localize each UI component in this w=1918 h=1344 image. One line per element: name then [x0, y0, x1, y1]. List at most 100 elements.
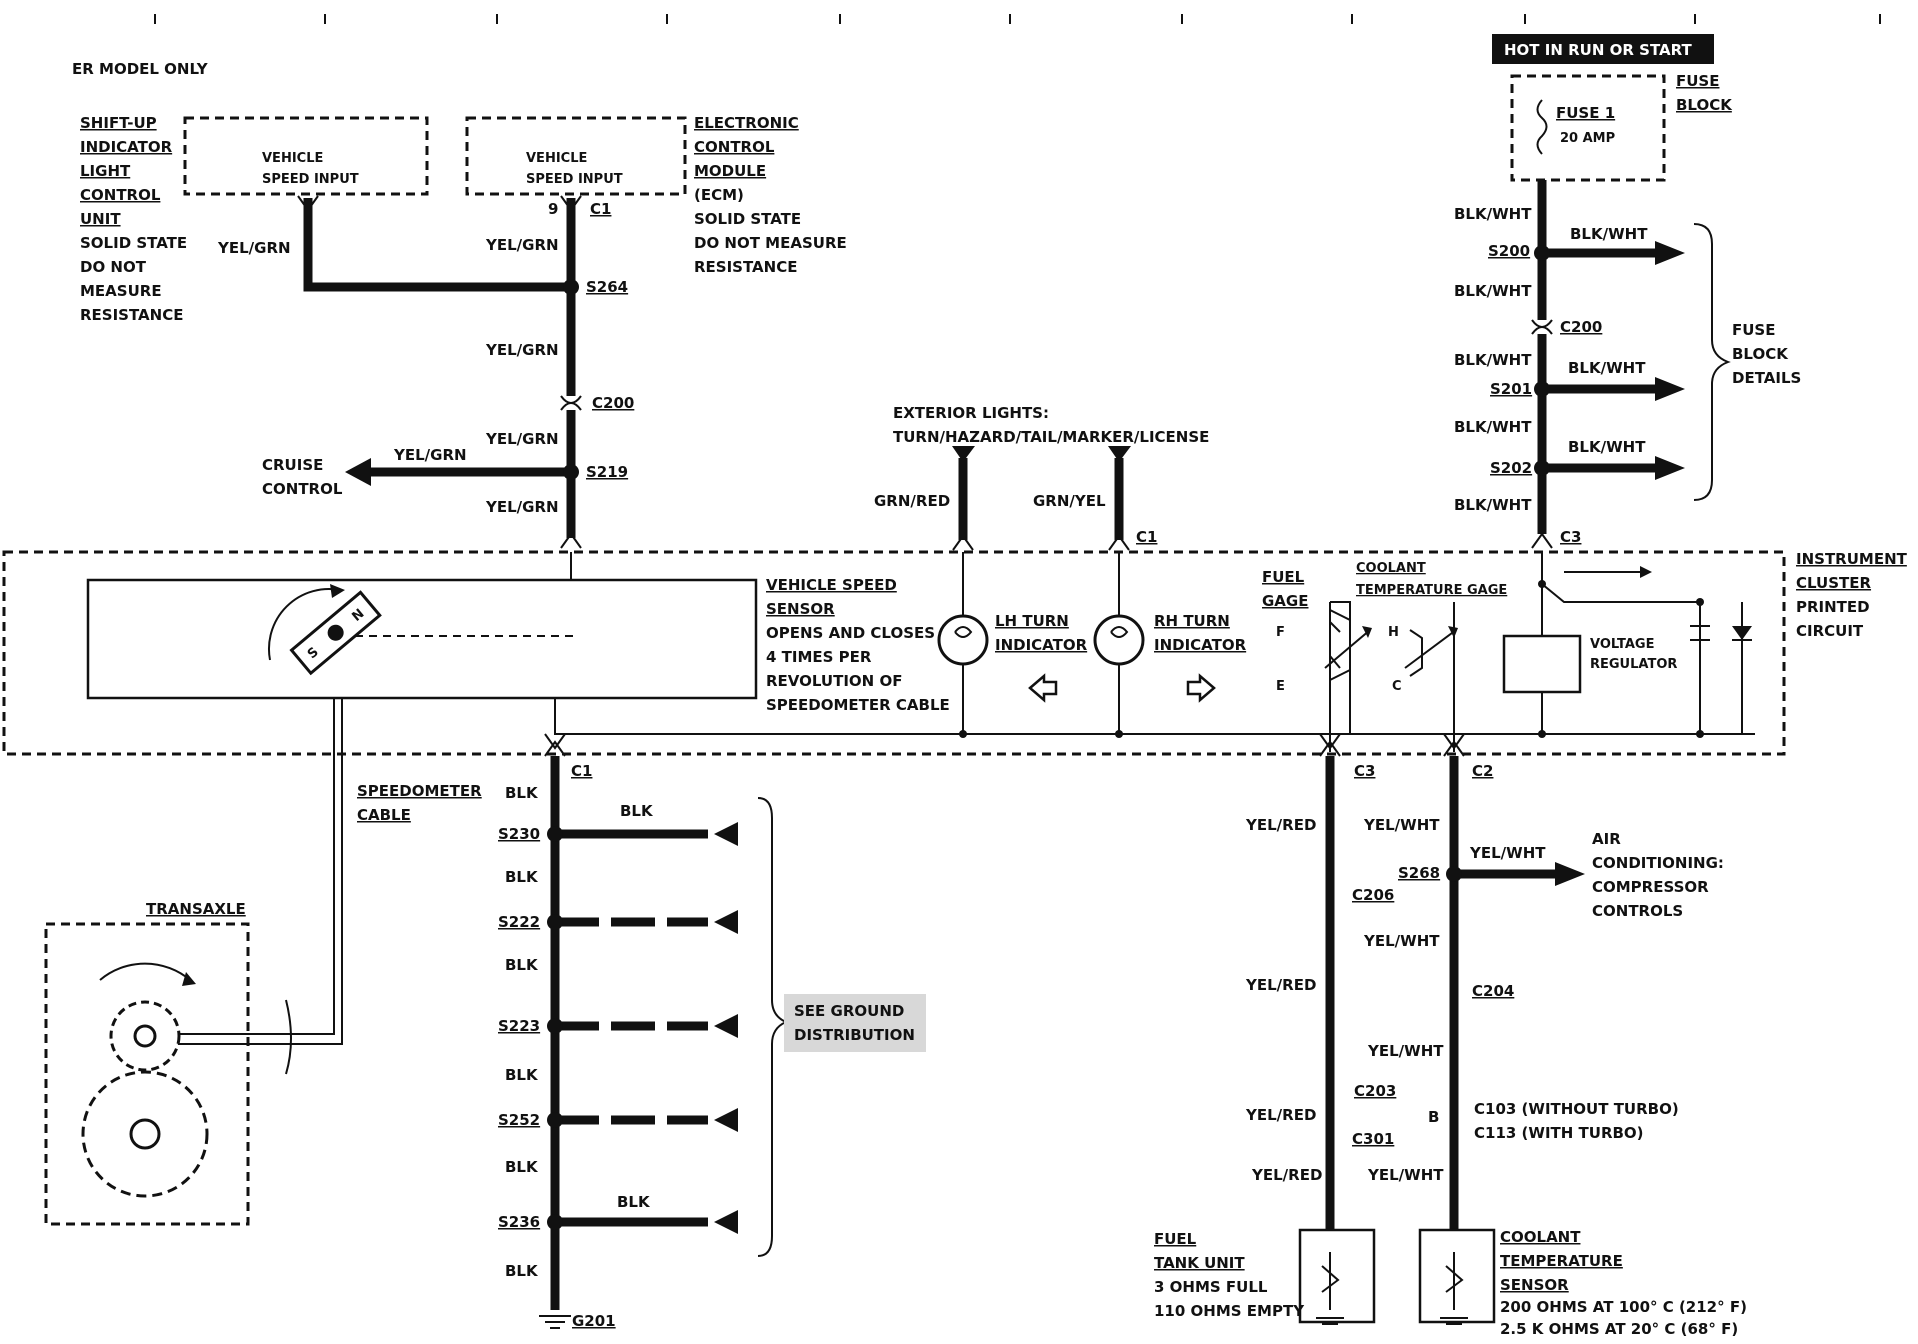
wire-blk-3: BLK	[505, 956, 539, 974]
gage-letter-e: E	[1276, 679, 1285, 694]
wire-yel-grn-5: YEL/GRN	[393, 446, 467, 464]
rh-turn-2: INDICATOR	[1154, 636, 1247, 654]
splice-s201: S201	[1490, 380, 1532, 398]
ground-ref-2: DISTRIBUTION	[794, 1026, 915, 1044]
fuel-tank-spec-2: 110 OHMS EMPTY	[1154, 1302, 1305, 1320]
shift-up-box	[183, 116, 429, 196]
model-note: ER MODEL ONLY	[72, 60, 209, 78]
ecm-title-3: MODULE	[694, 162, 766, 180]
wire-blk-wht-6: BLK/WHT	[1454, 418, 1532, 436]
lh-turn-bulb-icon	[937, 614, 989, 666]
vss-title-2: SENSOR	[766, 600, 835, 618]
turn-signal-wires	[952, 446, 1131, 551]
wire-blk-wht-1: BLK/WHT	[1454, 205, 1532, 223]
coolant-ground-icon	[1440, 1317, 1468, 1325]
ground-symbol-icon	[539, 1315, 571, 1329]
wire-yel-red-4: YEL/RED	[1251, 1166, 1322, 1184]
wire-blk-wht-5: BLK/WHT	[1568, 359, 1646, 377]
shift-up-title-1: SHIFT-UP	[80, 114, 157, 132]
connector-c3-top: C3	[1560, 528, 1581, 546]
fuel-tank-unit-box	[1298, 1228, 1376, 1324]
ecm-box	[465, 116, 687, 196]
ground-ref-1: SEE GROUND	[794, 1002, 904, 1020]
speedo-cable-1: SPEEDOMETER	[357, 782, 482, 800]
connector-c113: C113 (WITH TURBO)	[1474, 1124, 1644, 1142]
voltage-reg-1: VOLTAGE	[1590, 637, 1655, 652]
shift-up-title-4: CONTROL	[80, 186, 161, 204]
ecm-note-1: SOLID STATE	[694, 210, 801, 228]
voltage-reg-2: REGULATOR	[1590, 657, 1677, 672]
connector-c3-bottom: C3	[1354, 762, 1375, 780]
fuse-details-1: FUSE	[1732, 321, 1775, 339]
wire-yel-grn-2: YEL/GRN	[485, 236, 559, 254]
ecm-box-line-1: VEHICLE	[526, 151, 587, 166]
shift-up-title-3: LIGHT	[80, 162, 131, 180]
ac-1: AIR	[1592, 830, 1621, 848]
wire-blk-2: BLK	[505, 868, 539, 886]
shift-up-title-2: INDICATOR	[80, 138, 173, 156]
wire-yel-red-3: YEL/RED	[1245, 1106, 1316, 1124]
fuel-tank-title-1: FUEL	[1154, 1230, 1197, 1248]
fuse-block-title-2: BLOCK	[1676, 96, 1733, 114]
connector-c1-ground: C1	[571, 762, 592, 780]
fuse-block: FUSE 1 20 AMP FUSE BLOCK	[1510, 72, 1733, 182]
fuel-tank-title-2: TANK UNIT	[1154, 1254, 1245, 1272]
wire-grn-red: GRN/RED	[874, 492, 950, 510]
wire-blk-bottom: BLK	[617, 1193, 651, 1211]
wire-yel-grn-1: YEL/GRN	[217, 239, 291, 257]
vss-desc-2: 4 TIMES PER	[766, 648, 872, 666]
fuel-ground-icon	[1316, 1317, 1344, 1325]
ac-3: COMPRESSOR	[1592, 878, 1709, 896]
connector-c1-turn: C1	[1136, 528, 1157, 546]
splice-s264: S264	[586, 278, 628, 296]
vss-box	[86, 578, 758, 700]
shift-up-note-4: RESISTANCE	[80, 306, 183, 324]
exterior-lights-1: EXTERIOR LIGHTS:	[893, 404, 1049, 422]
fuse-block-title-1: FUSE	[1676, 72, 1719, 90]
ac-4: CONTROLS	[1592, 902, 1683, 920]
hot-label: HOT IN RUN OR START	[1504, 41, 1693, 59]
wire-blk-1: BLK	[505, 784, 539, 802]
connector-c2: C2	[1472, 762, 1493, 780]
splice-s268: S268	[1398, 864, 1440, 882]
cluster-outline	[2, 550, 1786, 756]
cluster-title-3: PRINTED	[1796, 598, 1870, 616]
wire-blk-wht-4: BLK/WHT	[1454, 351, 1532, 369]
ground-g201: G201	[572, 1312, 616, 1330]
fuse-1-name: FUSE 1	[1556, 104, 1615, 122]
wire-yel-grn-6: YEL/GRN	[485, 498, 559, 516]
speedo-cable-2: CABLE	[357, 806, 411, 824]
ground-circuit	[539, 733, 926, 1329]
fuel-gage-2: GAGE	[1262, 592, 1308, 610]
voltage-regulator-box	[1502, 634, 1582, 694]
splice-s230: S230	[498, 825, 540, 843]
cruise-label-2: CONTROL	[262, 480, 343, 498]
vss-magnet: S N	[289, 590, 382, 676]
splice-s200: S200	[1488, 242, 1530, 260]
wire-blk-5: BLK	[505, 1158, 539, 1176]
ecm-box-line-2: SPEED INPUT	[526, 172, 623, 187]
fuse-block-box	[1510, 74, 1666, 182]
wire-blk-top: BLK	[620, 802, 654, 820]
splice-s202: S202	[1490, 459, 1532, 477]
cruise-label-1: CRUISE	[262, 456, 323, 474]
connector-c206: C206	[1352, 886, 1394, 904]
wire-blk-4: BLK	[505, 1066, 539, 1084]
right-arrow-icon	[1186, 673, 1216, 703]
speedometer-cable-and-transaxle	[44, 698, 343, 1226]
sender-wiring	[1298, 733, 1585, 1325]
coolant-gage-2: TEMPERATURE GAGE	[1356, 583, 1507, 598]
frame-ticks	[154, 14, 1881, 24]
fuel-gage-1: FUEL	[1262, 568, 1305, 586]
speed-signal-wiring	[297, 195, 582, 549]
wire-yel-wht-1: YEL/WHT	[1363, 816, 1440, 834]
connector-c204: C204	[1472, 982, 1514, 1000]
vss-desc-1: OPENS AND CLOSES	[766, 624, 935, 642]
fuel-tank-spec-1: 3 OHMS FULL	[1154, 1278, 1268, 1296]
wire-blk-6: BLK	[505, 1262, 539, 1280]
splice-s236: S236	[498, 1213, 540, 1231]
wire-yel-wht-ac: YEL/WHT	[1469, 844, 1546, 862]
instrument-cluster: S N	[2, 550, 1786, 756]
wire-blk-wht-8: BLK/WHT	[1454, 496, 1532, 514]
shift-up-box-line-1: VEHICLE	[262, 151, 323, 166]
